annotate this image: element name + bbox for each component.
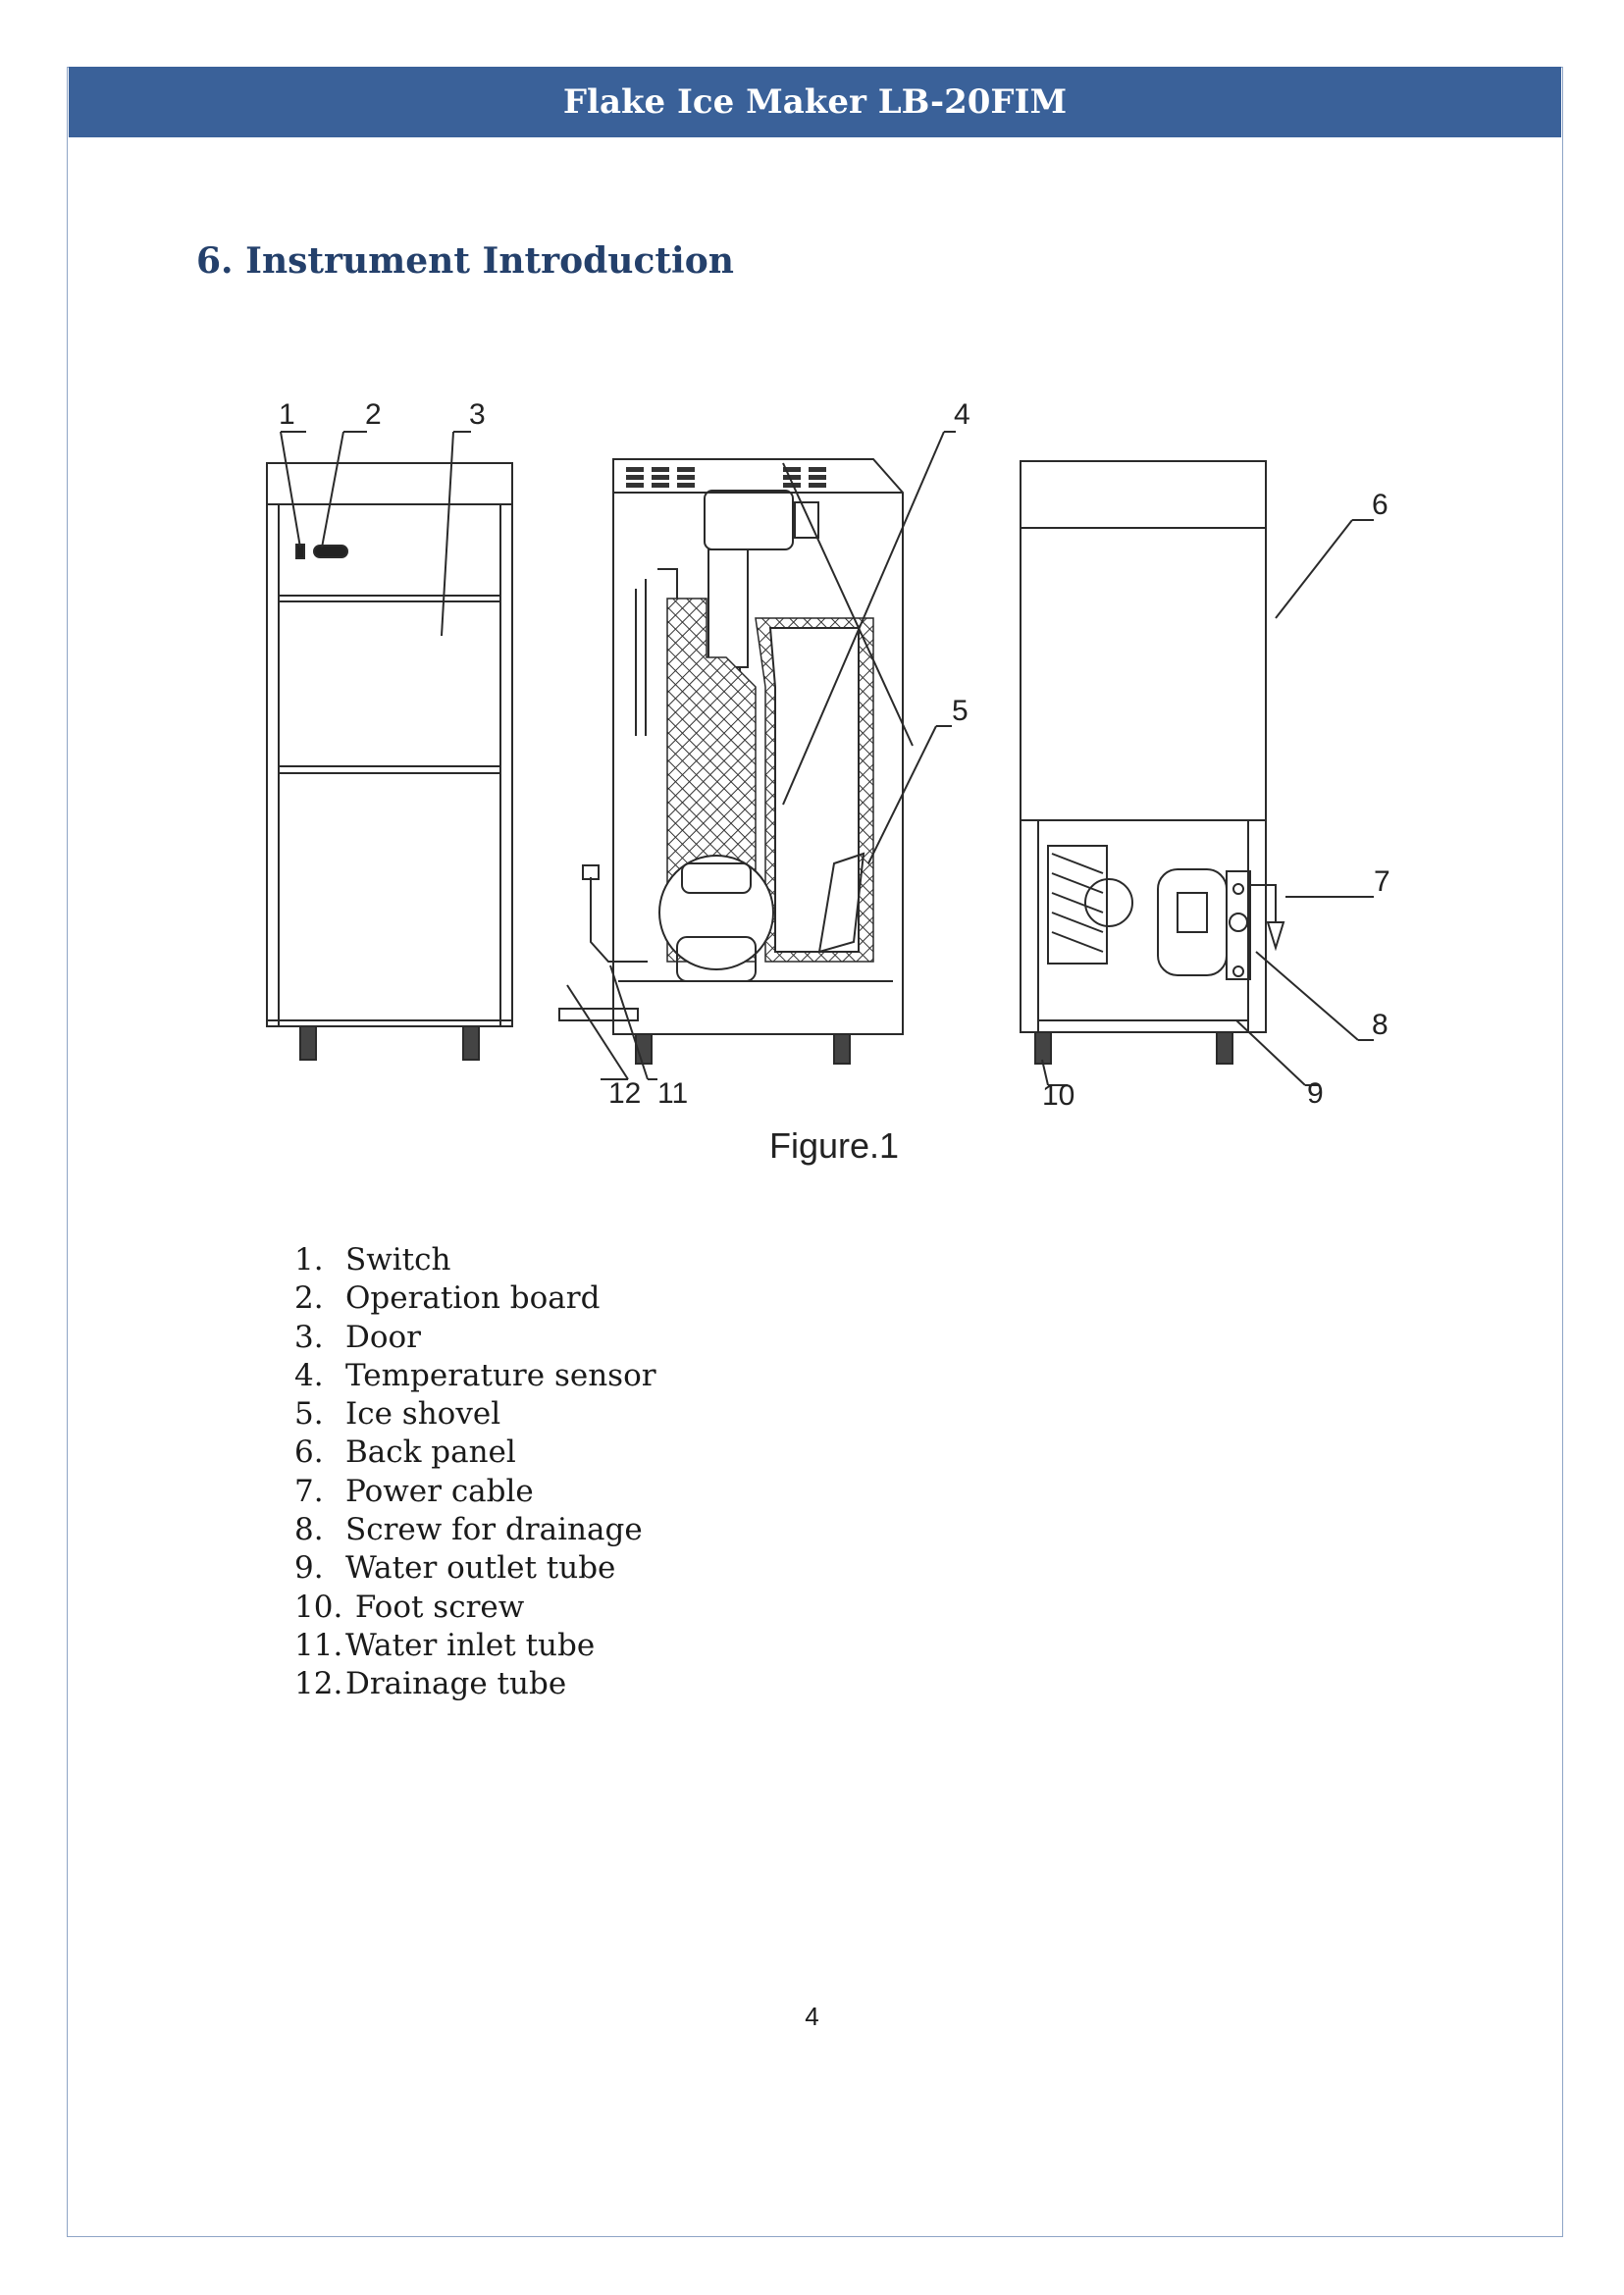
callouts-front	[280, 431, 471, 637]
list-item-number: 3.	[294, 1319, 324, 1355]
callout-10: 10	[1042, 1079, 1074, 1112]
callout-1: 1	[279, 398, 295, 431]
list-item: 6. Back panel	[294, 1434, 656, 1472]
list-item-number: 5.	[294, 1396, 324, 1433]
list-item: 8. Screw for drainage	[294, 1511, 656, 1549]
list-item-label: Drainage tube	[345, 1666, 567, 1702]
list-item: 5. Ice shovel	[294, 1395, 656, 1434]
list-item: 1. Switch	[294, 1241, 656, 1279]
callouts-back	[1041, 519, 1374, 1086]
list-item-label: Operation board	[345, 1280, 601, 1317]
callout-6: 6	[1372, 489, 1388, 521]
ice-maker-diagram: 1 2 3 4 5 6 7 8 9 10 11 12 Figure.1	[266, 398, 1390, 1166]
document-title: Flake Ice Maker LB-20FIM	[562, 82, 1068, 122]
callout-4: 4	[954, 398, 970, 431]
document-header: Flake Ice Maker LB-20FIM	[69, 67, 1561, 137]
list-item-label: Water outlet tube	[345, 1550, 616, 1587]
cutaway-view	[558, 458, 904, 1065]
list-item-number: 2.	[294, 1280, 324, 1317]
list-item: 7. Power cable	[294, 1473, 656, 1511]
page-number: 4	[805, 2002, 819, 2031]
list-item-label: Switch	[345, 1242, 451, 1278]
callout-9: 9	[1307, 1077, 1324, 1110]
callouts-middle	[566, 431, 956, 1080]
callout-11: 11	[657, 1077, 688, 1110]
list-item-number: 10.	[294, 1589, 343, 1625]
list-item-number: 12.	[294, 1666, 343, 1702]
list-item-number: 11.	[294, 1627, 343, 1663]
list-item-label: Temperature sensor	[345, 1357, 656, 1393]
list-item-label: Screw for drainage	[345, 1512, 643, 1548]
front-view	[266, 462, 513, 1061]
callout-12: 12	[608, 1077, 641, 1110]
callout-3: 3	[469, 398, 486, 431]
list-item: 12.Drainage tube	[294, 1665, 656, 1703]
callout-7: 7	[1374, 865, 1390, 898]
callout-numbers: 1 2 3 4 5 6 7 8 9 10 11 12	[279, 398, 1390, 1112]
list-item-label: Foot screw	[345, 1589, 525, 1625]
figure-1-illustration: 1 2 3 4 5 6 7 8 9 10 11 12 Figure.1	[245, 392, 1423, 1177]
list-item-label: Water inlet tube	[345, 1627, 596, 1663]
callout-8: 8	[1372, 1009, 1388, 1041]
list-item: 2. Operation board	[294, 1279, 656, 1318]
back-view	[1020, 460, 1285, 1065]
list-item-number: 4.	[294, 1357, 324, 1393]
list-item: 4. Temperature sensor	[294, 1357, 656, 1395]
list-item: 11.Water inlet tube	[294, 1627, 656, 1665]
list-item: 3. Door	[294, 1319, 656, 1357]
list-item-label: Power cable	[345, 1473, 534, 1509]
figure-caption: Figure.1	[769, 1125, 899, 1166]
list-item-label: Ice shovel	[345, 1396, 501, 1433]
list-item-number: 1.	[294, 1242, 324, 1278]
list-item: 10. Foot screw	[294, 1589, 656, 1627]
list-item-number: 8.	[294, 1512, 324, 1548]
list-item-label: Back panel	[345, 1434, 516, 1471]
callout-2: 2	[365, 398, 382, 431]
parts-list: 1. Switch 2. Operation board 3. Door 4. Temp…	[294, 1241, 656, 1704]
list-item-number: 9.	[294, 1550, 324, 1587]
list-item-label: Door	[345, 1319, 422, 1355]
callout-5: 5	[952, 695, 969, 727]
section-title: 6. Instrument Introduction	[196, 240, 734, 282]
list-item-number: 7.	[294, 1473, 324, 1509]
list-item-number: 6.	[294, 1434, 324, 1471]
list-item: 9. Water outlet tube	[294, 1549, 656, 1588]
